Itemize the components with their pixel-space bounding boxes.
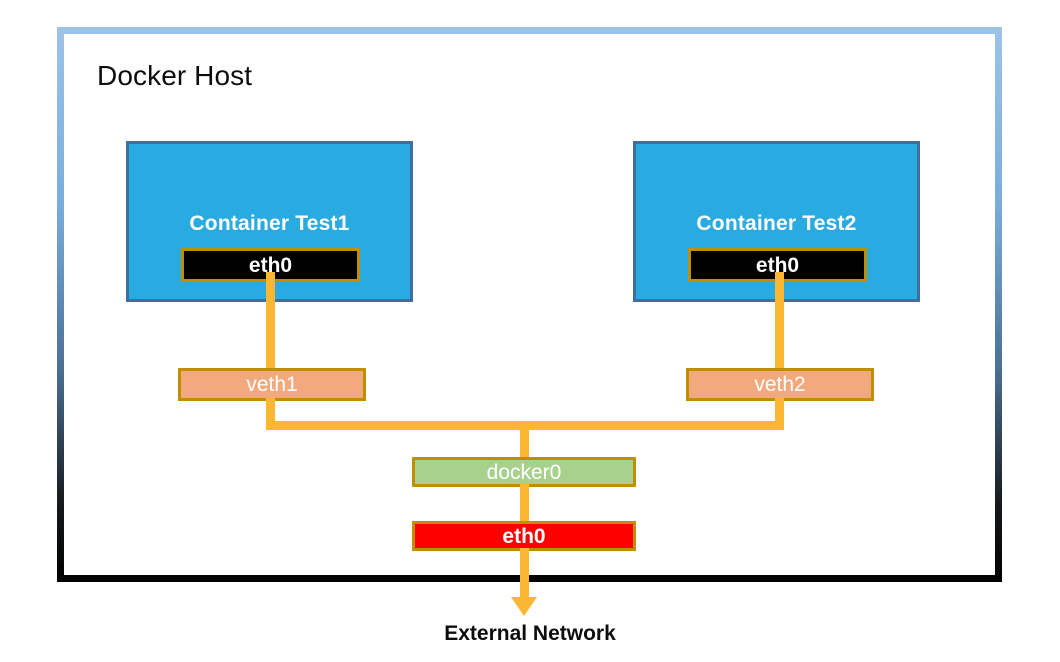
arrow-down-icon: [511, 597, 537, 616]
container-label-test2: Container Test2: [696, 212, 857, 235]
connector-veth2-to-bus: [775, 398, 784, 430]
connector-host-eth0-to-external: [520, 548, 529, 600]
docker-host-inner: Docker Host: [64, 34, 995, 575]
connector-veth1-to-bus: [266, 398, 275, 430]
docker-host-frame: Docker Host: [57, 27, 1002, 582]
veth2-box[interactable]: veth2: [686, 368, 874, 401]
connector-test2-eth0-to-veth2: [775, 272, 784, 371]
host-eth0-box[interactable]: eth0: [412, 521, 636, 551]
docker0-bridge-box[interactable]: docker0: [412, 457, 636, 487]
external-network-label: External Network: [444, 622, 616, 645]
connector-docker0-to-host-eth0: [520, 484, 529, 524]
veth1-box[interactable]: veth1: [178, 368, 366, 401]
container-label-test1: Container Test1: [189, 212, 350, 235]
connector-bus-to-docker0: [520, 421, 529, 461]
connector-test1-eth0-to-veth1: [266, 272, 275, 371]
docker-host-title: Docker Host: [97, 60, 253, 91]
